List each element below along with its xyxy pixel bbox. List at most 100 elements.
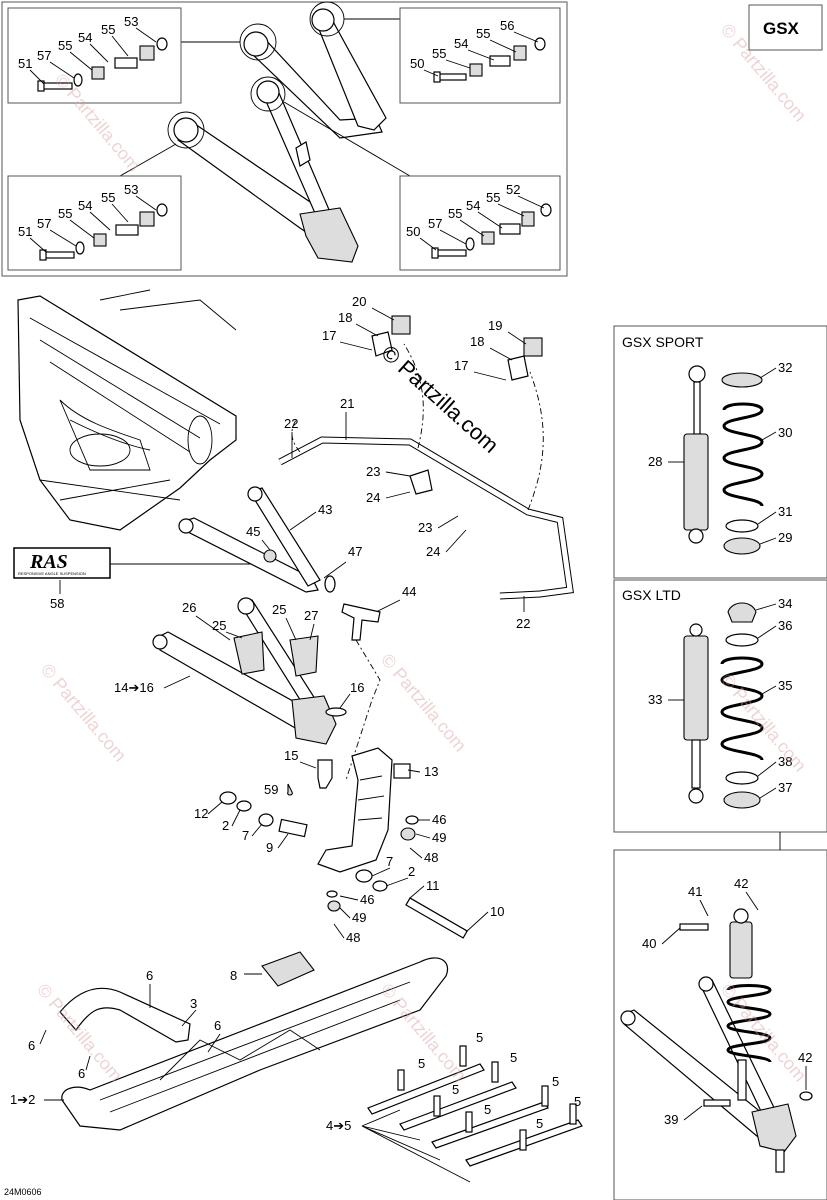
callout-41: 41 [688, 884, 702, 899]
hardware-stack-top-right [433, 37, 546, 83]
hardware-box-bottom-left [7, 175, 182, 271]
callout-24: 24 [366, 490, 380, 505]
callout-55: 55 [58, 206, 72, 221]
upper-a-arm [178, 486, 321, 593]
callout-29: 29 [778, 530, 792, 545]
callout-52: 52 [506, 182, 520, 197]
callout-5: 5 [510, 1050, 517, 1065]
callout-5: 5 [476, 1030, 483, 1045]
callout-6: 6 [146, 968, 153, 983]
callout-48: 48 [346, 930, 360, 945]
callout-55: 55 [486, 190, 500, 205]
document-code: 24M0606 [4, 1187, 42, 1197]
callout-2: 2 [222, 818, 229, 833]
callout-54: 54 [78, 30, 92, 45]
callout-15: 15 [284, 748, 298, 763]
ltd-shock [683, 623, 709, 804]
callout-18: 18 [470, 334, 484, 349]
callout-34: 34 [778, 596, 792, 611]
callout-5: 5 [574, 1094, 581, 1109]
callout-55: 55 [476, 26, 490, 41]
callout-18: 18 [338, 310, 352, 325]
callout-57: 57 [37, 48, 51, 63]
callout-26: 26 [182, 600, 196, 615]
sway-bar-illustration [278, 315, 574, 600]
callout-54: 54 [454, 36, 468, 51]
callout-47: 47 [348, 544, 362, 559]
callout-14-16: 14➔16 [114, 680, 154, 695]
watermark: © Partzilla.com [377, 650, 470, 756]
callout-22: 22 [516, 616, 530, 631]
callout-25: 25 [212, 618, 226, 633]
callout-19: 19 [488, 318, 502, 333]
ras-logo-text: RAS [29, 551, 68, 573]
callout-43: 43 [318, 502, 332, 517]
callout-5: 5 [552, 1074, 559, 1089]
carbide-runners [367, 1045, 583, 1167]
callout-46: 46 [360, 892, 374, 907]
ras-logo: RAS RESPONSIVE ANGLE SUSPENSION [13, 547, 111, 579]
callout-7: 7 [386, 854, 393, 869]
callout-39: 39 [664, 1112, 678, 1127]
callout-25: 25 [272, 602, 286, 617]
callout-50: 50 [406, 224, 420, 239]
hardware-box-bottom-right [399, 175, 561, 271]
callout-50: 50 [410, 56, 424, 71]
callout-6: 6 [214, 1018, 221, 1033]
callout-5: 5 [484, 1102, 491, 1117]
callout-44: 44 [402, 584, 416, 599]
sport-spring [721, 372, 764, 555]
callout-1-2: 1➔2 [10, 1092, 35, 1107]
sport-shock [683, 365, 709, 544]
callout-22: 22 [284, 416, 298, 431]
callout-30: 30 [778, 425, 792, 440]
callout-57: 57 [37, 216, 51, 231]
model-badge: GSX [763, 19, 800, 38]
callout-6: 6 [78, 1066, 85, 1081]
callout-54: 54 [78, 198, 92, 213]
callout-42: 42 [734, 876, 748, 891]
callout-7: 7 [242, 828, 249, 843]
callout-21: 21 [340, 396, 354, 411]
callout-36: 36 [778, 618, 792, 633]
hardware-stack-top-left [37, 37, 168, 92]
callout-20: 20 [352, 294, 366, 309]
hardware-box-top-right [399, 7, 561, 104]
callout-27: 27 [304, 608, 318, 623]
callout-46: 46 [432, 812, 446, 827]
ras-logo-subtext: RESPONSIVE ANGLE SUSPENSION [18, 571, 86, 576]
callout-59: 59 [264, 782, 278, 797]
callout-6: 6 [28, 1038, 35, 1053]
callout-42: 42 [798, 1050, 812, 1065]
hardware-stack-bottom-right [431, 203, 552, 259]
callout-33: 33 [648, 692, 662, 707]
top-section-frame [1, 1, 568, 277]
callout-40: 40 [642, 936, 656, 951]
callout-57: 57 [428, 216, 442, 231]
callout-48: 48 [424, 850, 438, 865]
gsx-ltd-panel [613, 579, 827, 833]
upper-a-arm-illustration [243, 8, 387, 139]
callout-5: 5 [536, 1116, 543, 1131]
model-badge-frame [748, 4, 823, 51]
watermark: © Partzilla.com [37, 660, 130, 766]
callout-12: 12 [194, 806, 208, 821]
callout-5: 5 [452, 1082, 459, 1097]
spindle-illustration [317, 747, 411, 873]
callout-49: 49 [432, 830, 446, 845]
callout-17: 17 [454, 358, 468, 373]
callout-9: 9 [266, 840, 273, 855]
callout-53: 53 [124, 182, 138, 197]
callout-58: 58 [50, 596, 64, 611]
gsx-sport-panel [613, 325, 827, 579]
watermark: © Partzilla.com [717, 670, 810, 776]
watermark: © Partzilla.com [51, 70, 144, 176]
callout-10: 10 [490, 904, 504, 919]
callout-17: 17 [322, 328, 336, 343]
callout-55: 55 [58, 38, 72, 53]
callout-23: 23 [366, 464, 380, 479]
callout-31: 31 [778, 504, 792, 519]
callout-2: 2 [408, 864, 415, 879]
callout-37: 37 [778, 780, 792, 795]
callout-8: 8 [230, 968, 237, 983]
